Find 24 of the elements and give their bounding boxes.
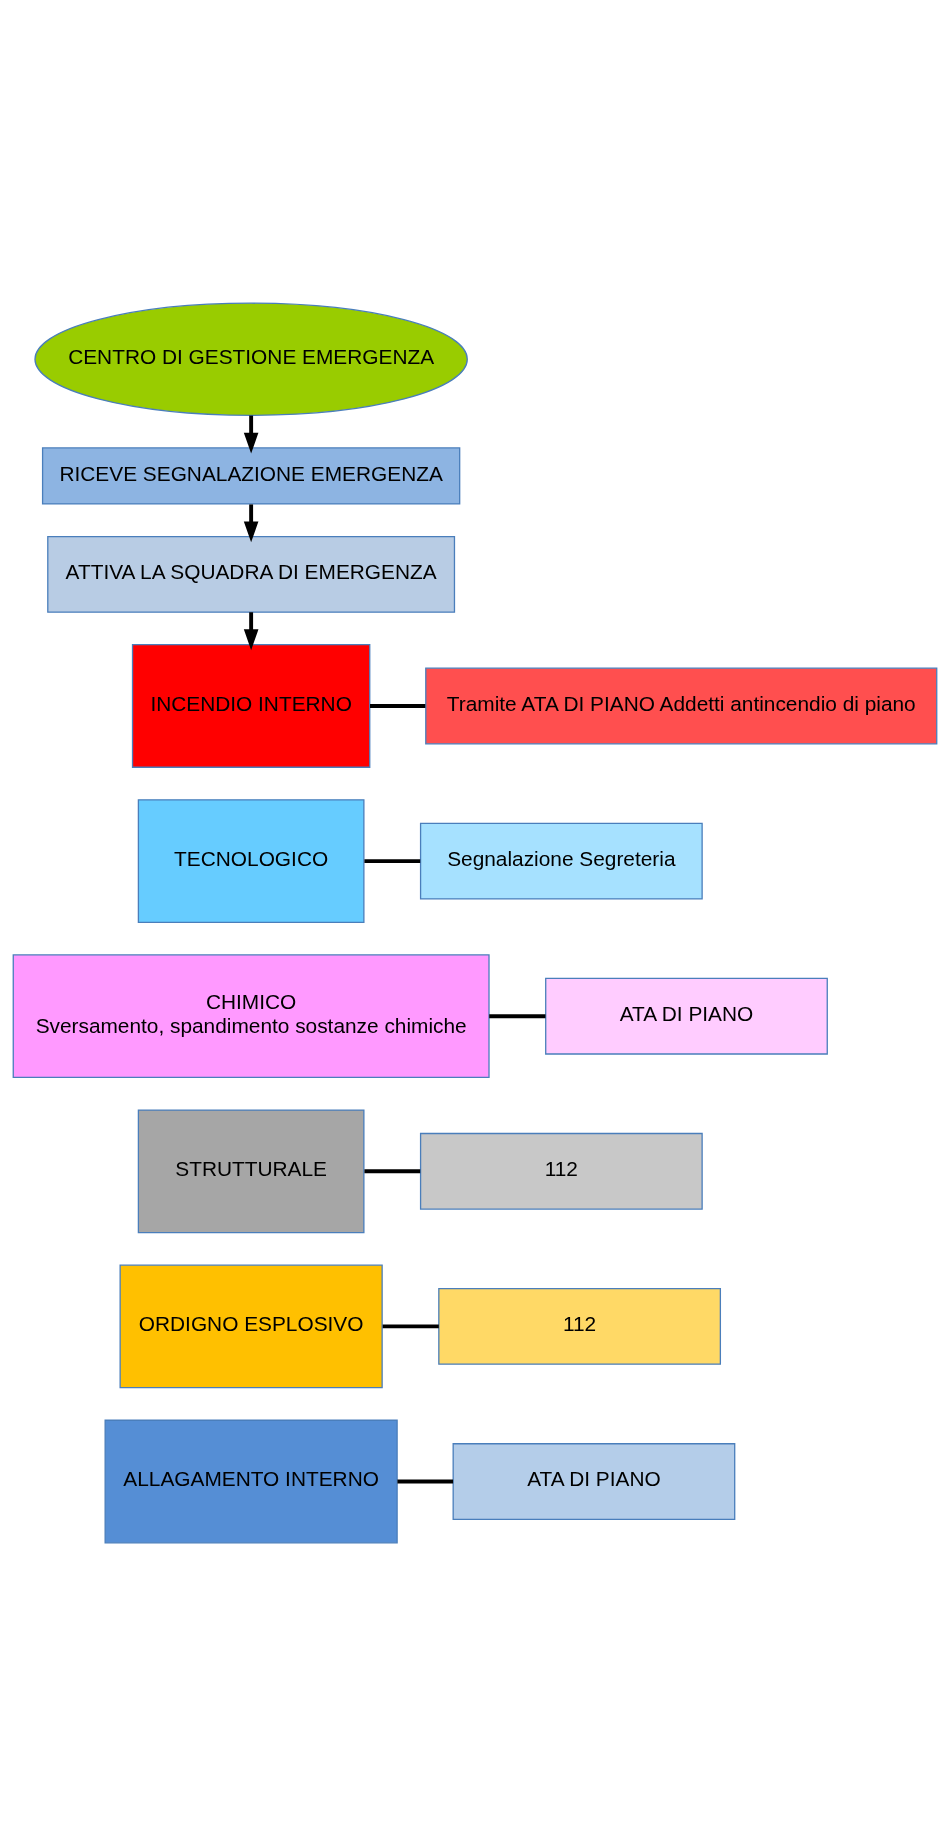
node-box: ALLAGAMENTO INTERNO xyxy=(104,1419,398,1543)
node-box: INCENDIO INTERNO xyxy=(131,643,371,768)
node-box: STRUTTURALE xyxy=(137,1108,365,1233)
node-box: Segnalazione Segreteria xyxy=(419,822,703,900)
node-box: ATA DI PIANO xyxy=(452,1442,736,1520)
arrow xyxy=(243,415,259,454)
node-box: RICEVE SEGNALAZIONE EMERGENZA xyxy=(41,446,461,505)
connector xyxy=(364,1168,421,1173)
node-box: TECNOLOGICO xyxy=(137,798,365,923)
connector xyxy=(397,1479,454,1483)
node-box: ORDIGNO ESPLOSIVO xyxy=(119,1264,383,1388)
node-box: ATTIVA LA SQUADRA DI EMERGENZA xyxy=(47,535,456,613)
arrow xyxy=(243,503,259,542)
node-box: Tramite ATA DI PIANO Addetti antincendio di piano xyxy=(425,667,938,744)
node-box: 112 xyxy=(438,1287,721,1365)
node-box: CHIMICO Sversamento, spandimento sostanze chimiche xyxy=(12,953,490,1078)
connector xyxy=(364,858,421,863)
connector xyxy=(489,1013,546,1018)
node-box: 112 xyxy=(419,1132,703,1210)
connector xyxy=(382,1323,439,1328)
arrow xyxy=(243,611,259,650)
node-ellipse: CENTRO DI GESTIONE EMERGENZA xyxy=(34,302,468,416)
node-box: ATA DI PIANO xyxy=(545,977,828,1055)
connector xyxy=(370,703,426,708)
